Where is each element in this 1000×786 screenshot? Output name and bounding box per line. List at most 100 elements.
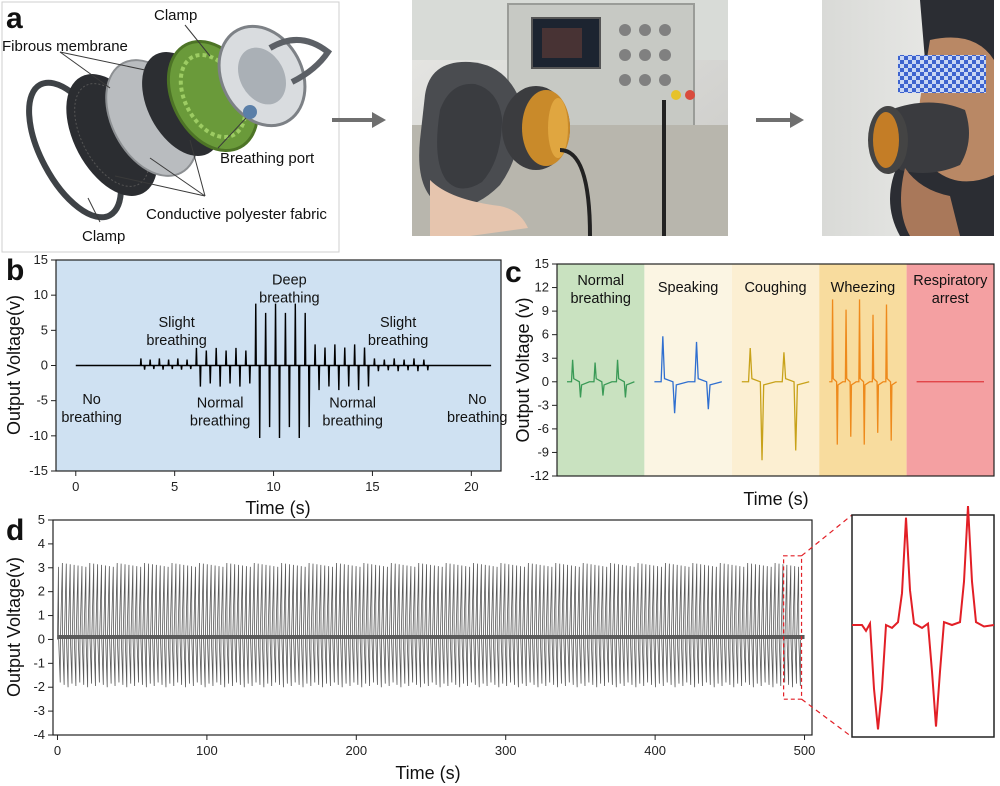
label-conductive-fabric: Conductive polyester fabric	[146, 206, 327, 223]
y-tick-label: 1	[38, 608, 45, 623]
segment-background	[731, 264, 820, 476]
x-tick-label: 100	[196, 743, 218, 758]
segment-background	[906, 264, 994, 476]
label-fibrous-membrane: Fibrous membrane	[2, 38, 128, 55]
y-tick-label: -4	[33, 727, 45, 742]
x-tick-label: 400	[644, 743, 666, 758]
y-tick-label: 15	[535, 256, 549, 271]
panel-c-y-ticks: -12 -9 -6 -3 0 3 6 9 12 15	[530, 256, 557, 483]
panel-b-signal	[75, 303, 492, 438]
y-tick-label: -9	[537, 444, 549, 459]
hand-photo	[430, 180, 528, 236]
y-tick-label: 12	[535, 280, 549, 295]
photo-oscilloscope-mask	[412, 0, 728, 237]
panel-b-letter: b	[6, 254, 24, 287]
y-tick-label: 3	[542, 350, 549, 365]
y-tick-label: 10	[34, 287, 48, 302]
exploded-mask-illustration	[26, 24, 333, 221]
long-term-signal-line	[57, 562, 801, 688]
panel-c-y-axis-label: Output Voltage (v)	[513, 297, 533, 442]
segment-background	[644, 264, 732, 476]
zoom-inset-signal	[852, 506, 995, 730]
y-tick-label: -10	[29, 428, 48, 443]
panel-a-letter: a	[6, 2, 23, 35]
zoom-connector-bottom	[801, 698, 853, 738]
y-tick-label: -3	[537, 397, 549, 412]
x-tick-label: 10	[266, 479, 280, 494]
segment-label: Wheezing	[831, 280, 895, 296]
mask-strap-illustration	[268, 36, 333, 85]
label-breathing-port: Breathing port	[220, 150, 315, 167]
y-tick-label: 5	[41, 322, 48, 337]
leader-lines	[59, 24, 247, 223]
arrow-2	[756, 112, 804, 128]
x-tick-label: 15	[365, 479, 379, 494]
y-tick-label: -6	[537, 421, 549, 436]
y-tick-label: 2	[38, 584, 45, 599]
panel-d-y-axis-label: Output Voltage(v)	[4, 557, 24, 697]
x-tick-label: 500	[794, 743, 816, 758]
segment-signal-line	[567, 359, 635, 398]
y-tick-label: 3	[38, 560, 45, 575]
y-tick-label: 9	[542, 303, 549, 318]
y-tick-label: 0	[41, 358, 48, 373]
zoom-connector-top	[801, 514, 853, 557]
x-tick-label: 20	[464, 479, 478, 494]
segment-label: Coughing	[744, 280, 806, 296]
panel-d-zoom	[783, 506, 995, 738]
x-tick-label: 0	[54, 743, 61, 758]
segment-signal-line	[654, 336, 722, 414]
face-blur-checker	[898, 55, 986, 93]
label-clamp-top: Clamp	[154, 7, 197, 24]
panel-c-x-axis-label: Time (s)	[743, 489, 808, 509]
panel-d-signal	[57, 562, 805, 688]
y-tick-label: 5	[38, 512, 45, 527]
x-tick-label: 0	[72, 479, 79, 494]
y-tick-label: 0	[542, 374, 549, 389]
panel-d-letter: d	[6, 514, 24, 547]
panel-a: a	[1, 0, 994, 253]
x-tick-label: 300	[495, 743, 517, 758]
y-tick-label: -12	[530, 468, 549, 483]
panel-d-x-ticks: 0 100 200 300 400 500	[54, 735, 816, 758]
photo-wearing-mask	[822, 0, 994, 236]
zoom-region-box	[783, 555, 803, 700]
panel-b-y-axis-label: Output Voltage(v)	[4, 295, 24, 435]
worn-mask	[887, 102, 969, 174]
y-tick-label: 6	[542, 327, 549, 342]
x-tick-label: 200	[345, 743, 367, 758]
panel-b-y-ticks: -15 -10 -5 0 5 10 15	[29, 252, 56, 478]
panel-c-letter: c	[505, 256, 522, 289]
panel-c-backgrounds	[557, 264, 994, 476]
y-tick-label: 15	[34, 252, 48, 267]
y-tick-label: 4	[38, 536, 45, 551]
x-tick-label: 5	[171, 479, 178, 494]
panel-c-signals	[567, 299, 984, 461]
y-tick-label: -15	[29, 463, 48, 478]
y-tick-label: -5	[36, 393, 48, 408]
arrow-1	[332, 112, 386, 128]
panel-c-plot-frame	[556, 263, 995, 477]
segment-label: Speaking	[658, 280, 718, 296]
segment-signal-line	[741, 347, 810, 461]
panel-b-x-axis-label: Time (s)	[245, 498, 310, 518]
label-clamp-bottom: Clamp	[82, 228, 125, 245]
panel-d-x-axis-label: Time (s)	[395, 763, 460, 783]
breathing-signal-line	[75, 303, 492, 438]
segment-signal-line	[829, 299, 897, 445]
